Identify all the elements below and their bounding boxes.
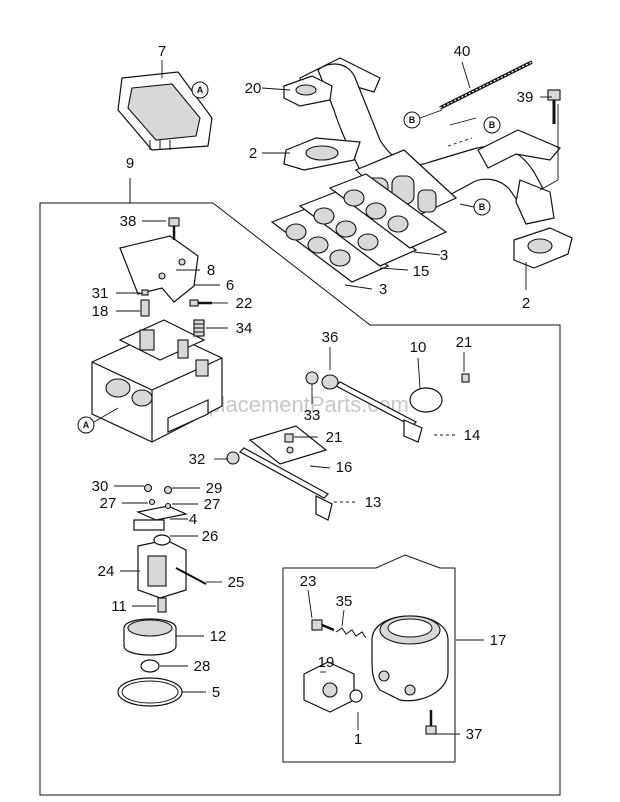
- carburetor-body: [91, 319, 223, 443]
- callout-8: 8: [207, 262, 215, 279]
- float-assembly-part-24: [133, 519, 187, 599]
- throttle-body-box: [282, 554, 456, 763]
- callout-26: 26: [202, 528, 219, 545]
- ref-marker-a-upper: A: [191, 81, 209, 99]
- spring-part-34: [193, 319, 205, 337]
- ref-marker-b-2: B: [483, 116, 501, 134]
- svg-text:B: B: [489, 120, 496, 130]
- callout-22: 22: [236, 295, 253, 312]
- screws-part-27-29-30: [143, 483, 173, 510]
- callout-12: 12: [210, 628, 227, 645]
- screw-part-21-lower: [284, 433, 294, 443]
- callout-15: 15: [413, 263, 430, 280]
- callout-17: 17: [490, 632, 507, 649]
- screw-part-38: [168, 217, 180, 240]
- bolt-part-39: [547, 89, 561, 124]
- callout-30: 30: [92, 478, 109, 495]
- callout-3-lower: 3: [379, 281, 387, 298]
- callout-10: 10: [410, 339, 427, 356]
- callout-35: 35: [336, 593, 353, 610]
- callout-24: 24: [98, 563, 115, 580]
- o-ring-part-5: [117, 677, 183, 707]
- leader-lines: [114, 60, 559, 735]
- carburetor-group-outline: [39, 178, 561, 796]
- callout-4: 4: [189, 511, 197, 528]
- callout-21-upper: 21: [456, 334, 473, 351]
- callout-32: 32: [189, 451, 206, 468]
- ref-marker-a-lower: A: [77, 407, 119, 434]
- intake-manifold: [299, 57, 561, 225]
- throttle-body-part-17: [371, 615, 449, 702]
- callout-1: 1: [354, 731, 362, 748]
- o-ring-part-26: [153, 534, 171, 546]
- ref-marker-b-3: B: [459, 198, 491, 216]
- screw-part-21-upper: [461, 373, 470, 383]
- callout-2-upper: 2: [249, 145, 257, 162]
- stud-part-40: [439, 60, 533, 110]
- callout-29: 29: [206, 480, 223, 497]
- gaskets-part-3-15: [270, 173, 448, 283]
- gasket-part-4: [136, 505, 188, 521]
- screw-part-23: [311, 619, 335, 632]
- svg-text:A: A: [197, 85, 204, 95]
- callout-39: 39: [517, 89, 534, 106]
- callout-11: 11: [111, 598, 127, 615]
- callout-27-right: 27: [204, 496, 221, 513]
- screw-part-22: [189, 299, 212, 307]
- ref-marker-b-1: B: [403, 109, 443, 129]
- callout-21-lower: 21: [326, 429, 343, 446]
- seal-part-32: [226, 451, 240, 465]
- gasket-part-2-lower: [513, 227, 573, 269]
- callout-13: 13: [365, 494, 382, 511]
- callout-6: 6: [226, 277, 234, 294]
- bracket-part-8-6: [119, 235, 199, 303]
- gasket-part-7: [117, 71, 213, 151]
- needle-part-25: [175, 567, 207, 585]
- callout-38: 38: [120, 213, 137, 230]
- callout-2-lower: 2: [522, 295, 530, 312]
- bolt-part-37: [425, 710, 437, 735]
- shaft-part-13: [239, 425, 333, 521]
- screw-part-18: [140, 289, 150, 317]
- callout-14: 14: [464, 427, 481, 444]
- seal-part-33: [305, 371, 319, 385]
- svg-text:A: A: [83, 420, 90, 430]
- jet-part-11: [157, 597, 167, 613]
- callout-25: 25: [228, 574, 245, 591]
- callout-27-left: 27: [100, 495, 117, 512]
- callout-16: 16: [336, 459, 353, 476]
- callout-20: 20: [245, 80, 262, 97]
- callout-40: 40: [454, 43, 471, 60]
- callout-9: 9: [126, 155, 134, 172]
- callout-labels: 7 20 2 40 39 9 3 15 3 2 38 8 6 31 18 22 …: [92, 43, 534, 748]
- flange-part-20: [283, 75, 333, 107]
- callout-3-right: 3: [440, 247, 448, 264]
- washer-part-1: [349, 689, 363, 703]
- float-bowl-part-12: [123, 618, 177, 656]
- o-ring-part-28: [140, 659, 160, 673]
- callout-5: 5: [212, 684, 220, 701]
- gasket-part-2-upper: [283, 137, 361, 171]
- callout-37: 37: [466, 726, 483, 743]
- callout-31: 31: [92, 285, 109, 302]
- seal-part-36: [321, 374, 339, 390]
- callout-34: 34: [236, 320, 253, 337]
- callout-18: 18: [92, 303, 109, 320]
- svg-text:B: B: [409, 115, 416, 125]
- shaft-part-14: [334, 381, 443, 443]
- callout-23: 23: [300, 573, 317, 590]
- callout-28: 28: [194, 658, 211, 675]
- spring-part-35: [335, 627, 367, 639]
- callout-7: 7: [158, 43, 166, 60]
- callout-33: 33: [304, 407, 321, 424]
- svg-text:B: B: [479, 202, 486, 212]
- callout-19: 19: [318, 654, 335, 671]
- callout-36: 36: [322, 329, 339, 346]
